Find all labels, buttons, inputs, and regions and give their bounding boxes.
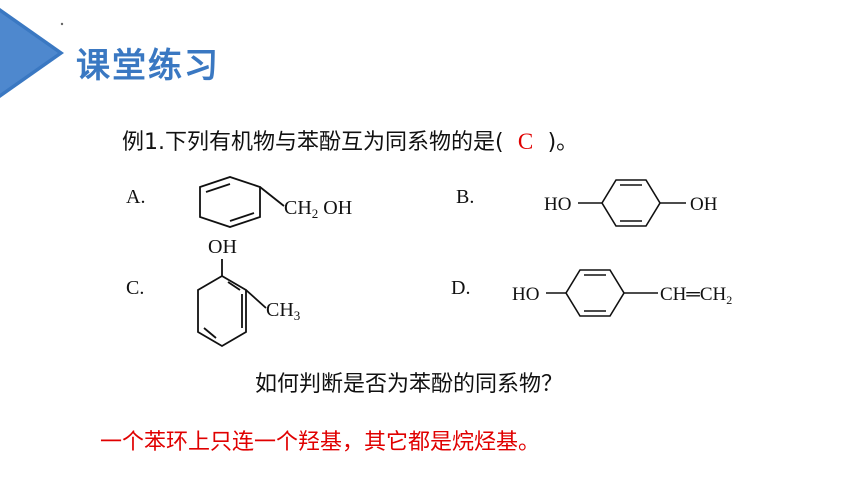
rule-answer: 一个苯环上只连一个羟基，其它都是烷烃基。	[100, 430, 541, 455]
option-c-top-group: OH	[208, 236, 237, 258]
option-d-structure: HO CH═CH2	[512, 269, 732, 317]
option-c-side-group: CH	[266, 299, 294, 321]
slide-header: 课堂练习	[0, 0, 860, 110]
option-b-left-group: HO	[544, 194, 571, 215]
header-arrow-icon	[0, 8, 64, 98]
svg-text:CH3: CH3	[266, 299, 300, 323]
option-a-label: A.	[126, 186, 146, 208]
answer-text: C	[517, 129, 534, 154]
option-d-subscript: 2	[726, 293, 732, 307]
question-text: 例1.下列有机物与苯酚互为同系物的是( C )。	[122, 124, 578, 156]
svg-text:CH2 OH: CH2 OH	[284, 197, 352, 221]
option-b-structure: HO OH	[544, 179, 718, 227]
option-a-structure: CH2 OH	[199, 176, 352, 228]
option-a-substituent-tail: OH	[318, 197, 352, 219]
option-d-chain-1: CH	[660, 284, 687, 305]
option-a-substituent: CH	[284, 197, 312, 219]
question-closing: )。	[547, 130, 579, 155]
option-b-label: B.	[456, 186, 475, 208]
prompt-question: 如何判断是否为苯酚的同系物？	[255, 372, 564, 397]
option-d-double-bond: ═	[685, 284, 700, 305]
option-c-structure: OH CH3	[197, 236, 300, 348]
svg-text:CH═CH2: CH═CH2	[660, 284, 732, 307]
option-c-subscript: 3	[294, 308, 301, 323]
page-title: 课堂练习	[76, 46, 220, 86]
option-d-chain-2: CH	[700, 284, 727, 305]
option-b-right-group: OH	[690, 194, 718, 215]
option-c-label: C.	[126, 277, 145, 299]
option-a-subscript: 2	[312, 206, 319, 221]
option-d-label: D.	[451, 277, 471, 299]
question-stem: 例1.下列有机物与苯酚互为同系物的是(	[122, 130, 504, 155]
option-d-left-group: HO	[512, 284, 539, 305]
